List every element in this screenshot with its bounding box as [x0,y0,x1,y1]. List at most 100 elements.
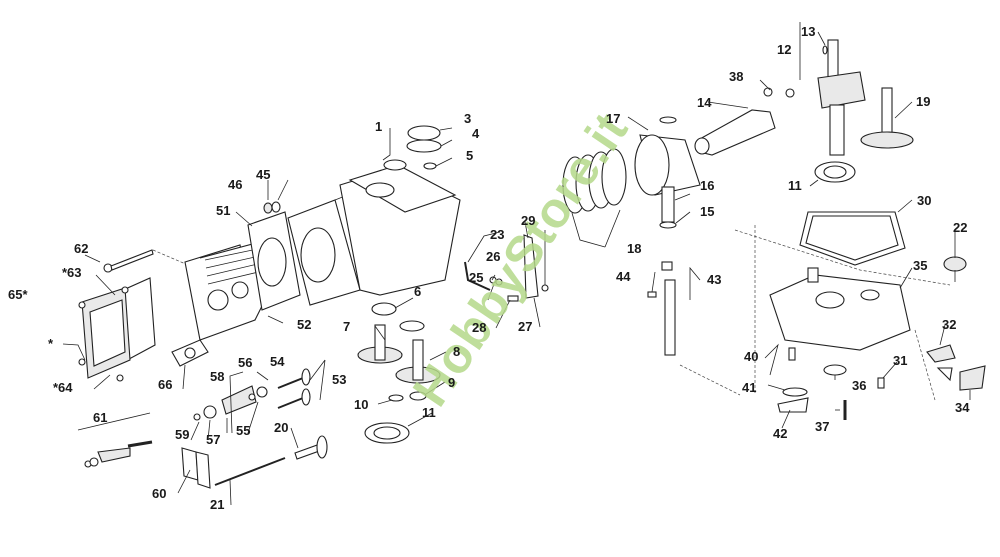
key-13 [822,45,828,55]
nut-29 [541,284,549,292]
bolt-28 [507,295,519,302]
plate-42 [777,397,809,413]
valve-53a [277,368,311,389]
governor-arm-23 [464,261,491,291]
label-26: 26 [486,249,501,264]
ring-10 [388,394,404,402]
label-45: 45 [256,167,271,182]
label-51: 51 [216,203,231,218]
governor-part [936,367,953,382]
o-ring-45 [271,201,281,213]
gasket-3 [407,125,441,141]
governor-parts-25-26 [489,276,503,286]
retainer-57 [203,405,217,419]
bolt-38 [763,87,795,98]
label-52: 52 [297,317,312,332]
o-ring-46 [263,202,273,214]
label-star: * [48,336,54,351]
assembly-line [734,229,951,286]
label-65: 65* [8,287,28,302]
bolt-62 [103,249,154,273]
label-6: 6 [414,284,422,299]
governor-gear [943,256,967,282]
label-42: 42 [773,426,788,441]
label-15: 15 [700,204,715,219]
label-31: 31 [893,353,908,368]
valve-spring-58 [221,385,257,415]
piston-rings [562,148,627,214]
drain-plug-40 [788,347,796,361]
label-58: 58 [210,369,225,384]
label-22: 22 [953,220,968,235]
connecting-rod [694,109,776,156]
label-40: 40 [744,349,759,364]
guide-plate-60 [181,447,211,489]
bearing-11 [364,422,410,444]
crankcase-gasket [799,211,906,266]
label-41: 41 [742,380,757,395]
label-20: 20 [274,420,289,435]
piston [634,134,701,196]
label-55: 55 [236,423,251,438]
label-21: 21 [210,497,225,512]
label-14: 14 [697,95,712,110]
head-gasket [247,211,301,311]
seal-55 [248,393,256,401]
crankcase [339,159,461,296]
label-8: 8 [453,344,461,359]
label-19: 19 [916,94,931,109]
label-57: 57 [206,432,221,447]
label-56: 56 [238,355,253,370]
label-36: 36 [852,378,867,393]
label-23: 23 [490,227,505,242]
label-54: 54 [270,354,285,369]
label-35: 35 [913,258,928,273]
label-12: 12 [777,42,792,57]
governor-lever-27 [523,234,539,299]
label-53: 53 [332,372,347,387]
seal-54 [256,386,268,398]
valve-53b [277,388,311,409]
label-25: 25 [469,270,484,285]
exhaust-gasket [171,339,209,367]
assembly-line [679,364,741,396]
label-30: 30 [917,193,932,208]
label-3: 3 [464,111,472,126]
circlip-15 [659,221,677,229]
crankcase-cover [769,267,911,351]
label-27: 27 [518,319,533,334]
plate-34 [959,365,986,391]
label-61: 61 [93,410,108,425]
cylinder-head [184,241,268,341]
balancer-8 [395,320,441,384]
label-13: 13 [801,24,816,39]
label-62: 62 [74,241,89,256]
bolt-44 [647,291,657,298]
label-10: 10 [354,397,369,412]
cylinder-block [287,192,375,306]
label-37: 37 [815,419,830,434]
label-11a: 11 [422,405,436,420]
collet-59 [193,413,201,421]
assembly-line [914,329,936,401]
part-5 [423,162,437,170]
label-1: 1 [375,119,383,134]
label-38: 38 [729,69,744,84]
push-rod-21 [214,457,286,486]
piston-pin-16 [661,186,675,223]
tappet-20 [294,435,328,460]
washer-9 [409,391,427,401]
label-28: 28 [472,320,487,335]
label-64: *64 [53,380,73,395]
oil-seal-6 [371,302,397,316]
label-9: 9 [448,375,456,390]
label-11b: 11 [788,178,802,193]
label-34: 34 [955,400,970,415]
crankshaft [817,39,866,156]
label-7: 7 [343,319,351,334]
leader-lines [62,22,971,506]
label-46: 46 [228,177,243,192]
seal-36 [823,364,847,376]
dipstick-tube [661,261,676,356]
